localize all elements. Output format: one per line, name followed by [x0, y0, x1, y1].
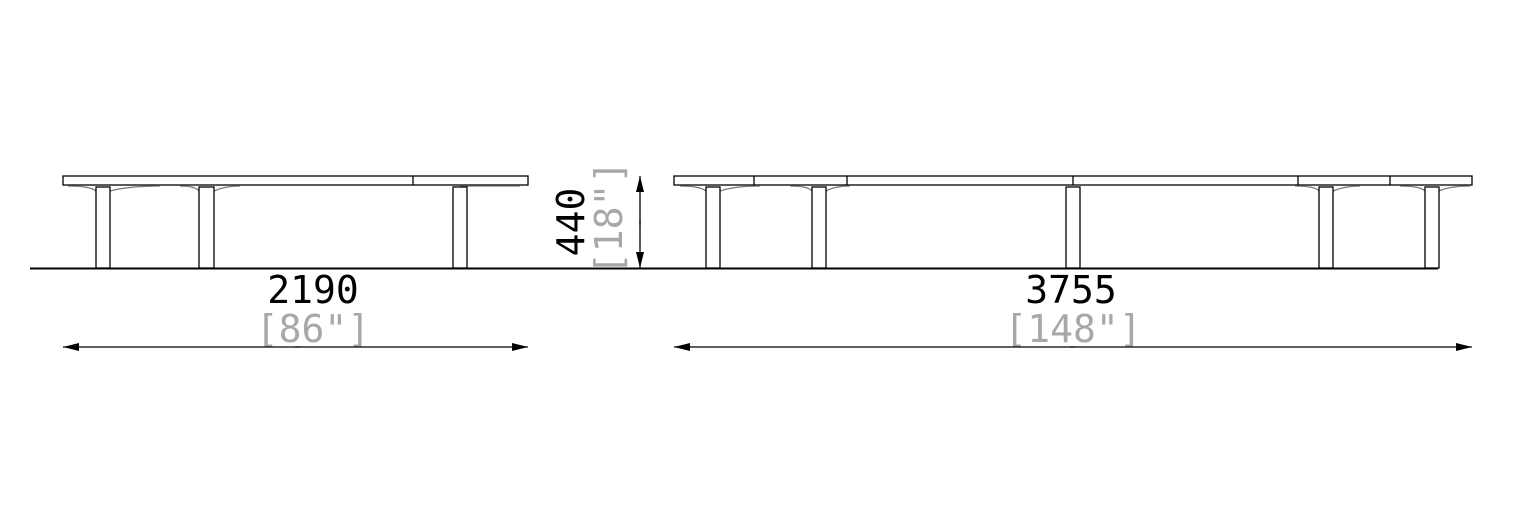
left-length-mm: 2190 [267, 268, 359, 312]
right-length-in: [148"] [1004, 307, 1141, 351]
height-mm: 440 [549, 188, 593, 257]
height-in: [18"] [587, 161, 631, 275]
right-length-mm: 3755 [1025, 268, 1117, 312]
left-bench [62, 175, 529, 269]
left-length-in: [86"] [256, 307, 370, 351]
right-bench [673, 175, 1473, 269]
